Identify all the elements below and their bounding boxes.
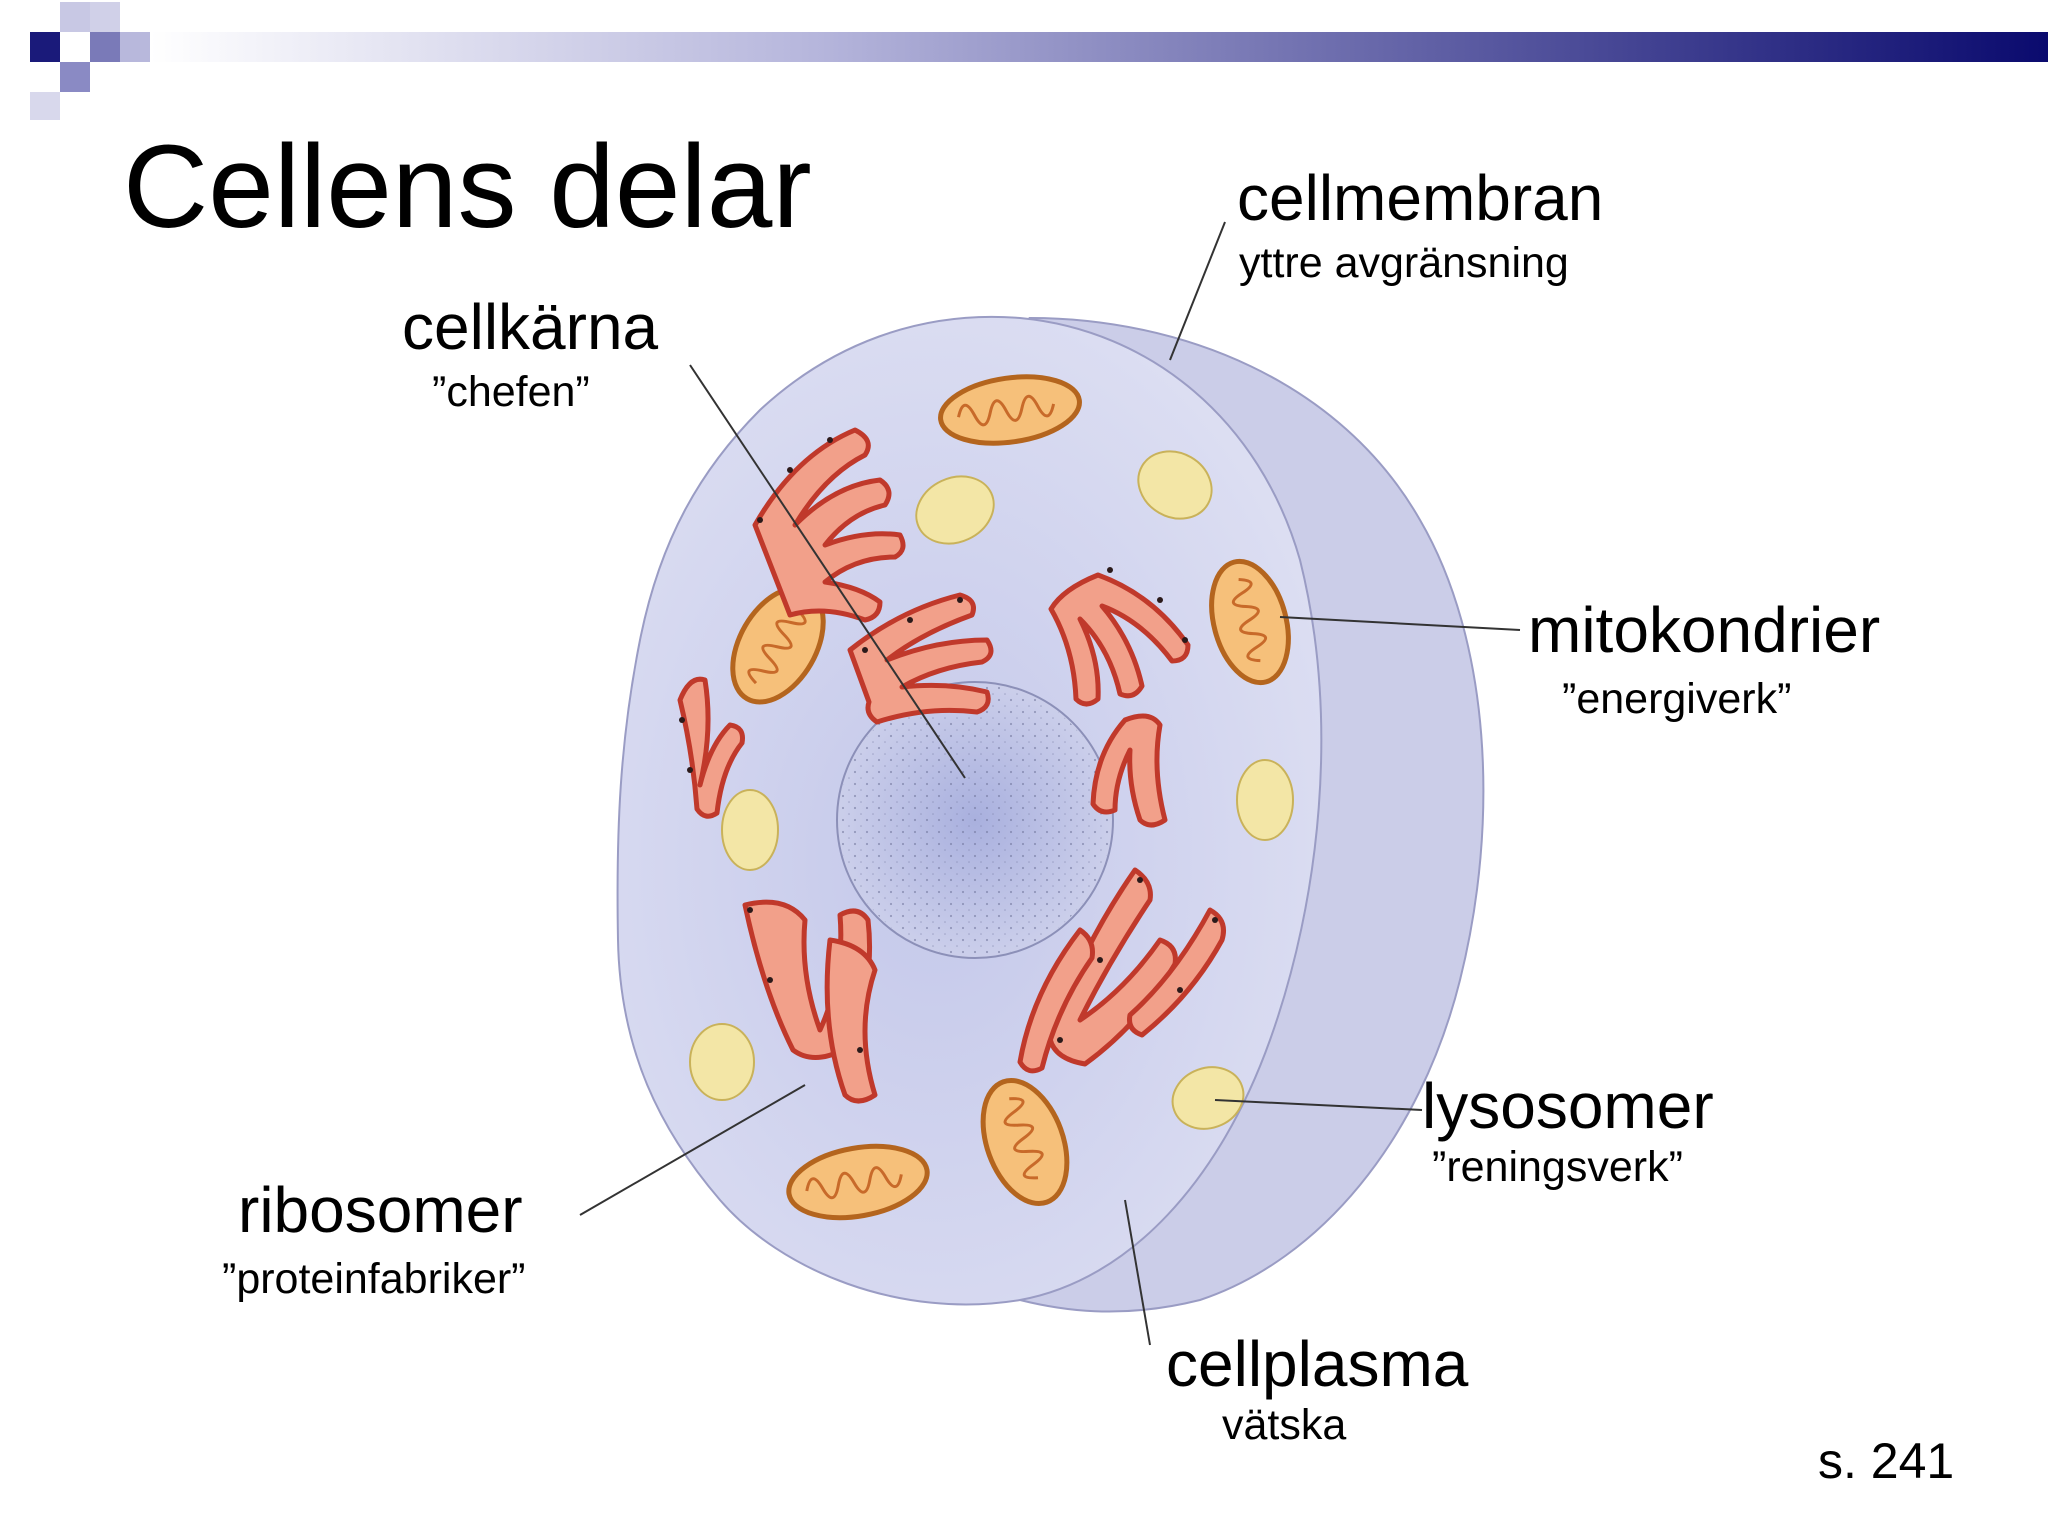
lysosome — [1236, 759, 1294, 841]
label-cellmembran: cellmembran — [1237, 162, 1604, 234]
leader-line-lysosomer — [1214, 1099, 1423, 1111]
header-square-mid — [60, 62, 90, 92]
leader-line-mitokondrier — [1279, 616, 1521, 631]
header-square-light — [30, 92, 60, 120]
leader-line-cellmembran — [1169, 221, 1226, 361]
label-cellmembran-description: yttre avgränsning — [1239, 239, 1569, 287]
header-square-dark — [30, 32, 60, 62]
header-square-light — [120, 32, 150, 62]
ribosome-dots — [679, 437, 1218, 1053]
label-lysosomer-description: ”reningsverk” — [1432, 1143, 1683, 1191]
header-square-light — [60, 2, 90, 32]
header-band — [30, 2, 2048, 120]
leader-line-ribosomer — [579, 1084, 806, 1216]
mitochondrion — [980, 1077, 1070, 1207]
label-lysosomer: lysosomer — [1422, 1070, 1714, 1142]
label-cellkarna: cellkärna — [402, 291, 659, 363]
leader-line-cellplasma — [1124, 1199, 1151, 1346]
lysosome — [1137, 450, 1213, 520]
label-mitokondrier: mitokondrier — [1528, 594, 1881, 666]
leader-lines — [579, 221, 1521, 1346]
mitochondrion — [786, 1143, 930, 1221]
header-square-light — [90, 2, 120, 32]
label-ribosomer: ribosomer — [238, 1174, 523, 1246]
slide-title: Cellens delar — [123, 121, 812, 253]
label-mitokondrier-description: ”energiverk” — [1562, 675, 1792, 723]
page-number: s. 241 — [1818, 1433, 1955, 1489]
mitochondrion — [730, 585, 826, 705]
label-cellplasma-description: vätska — [1222, 1401, 1347, 1449]
leader-line-cellkarna — [689, 364, 966, 779]
label-cellkarna-description: ”chefen” — [432, 368, 590, 416]
lysosome — [1171, 1066, 1245, 1130]
mitochondrion — [1209, 558, 1291, 686]
label-ribosomer-description: ”proteinfabriker” — [222, 1255, 526, 1303]
nucleus-texture — [839, 684, 1111, 956]
endoplasmic-reticulum — [677, 427, 1226, 1104]
header-square-mid — [90, 32, 120, 62]
header-gradient-bar — [150, 32, 2048, 62]
lysosome — [689, 1023, 755, 1101]
mitochondrion — [938, 374, 1082, 446]
lysosome — [915, 475, 995, 545]
lysosome — [721, 789, 779, 871]
label-cellplasma: cellplasma — [1166, 1328, 1469, 1400]
